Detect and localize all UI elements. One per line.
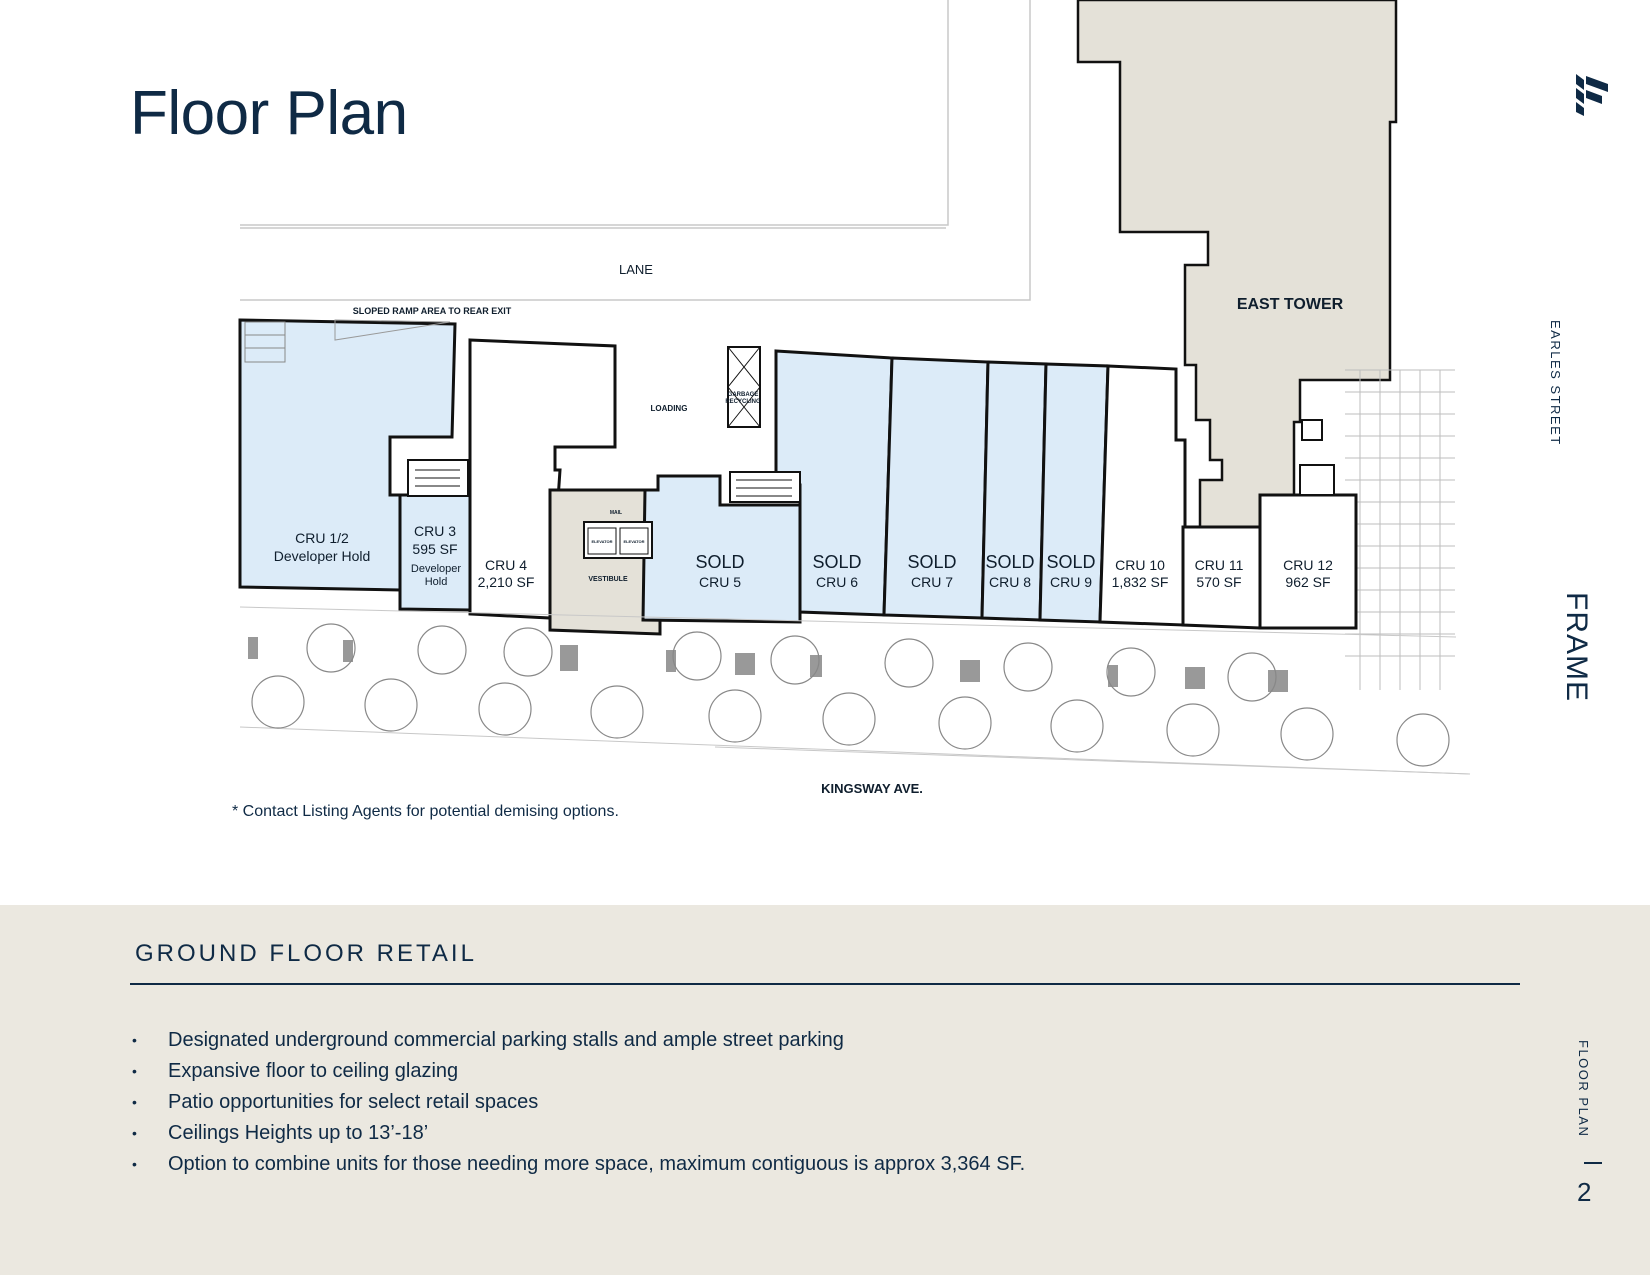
east-tower-label: EAST TOWER: [1237, 296, 1344, 313]
tree-grates: [248, 637, 1288, 692]
bullet-icon: •: [132, 1125, 137, 1141]
cru-7-name: CRU 7: [911, 574, 953, 590]
recycling-label: RECYCLING: [725, 399, 761, 405]
bullet-icon: •: [132, 1032, 137, 1048]
elevator-label-2: ELEVATOR: [623, 539, 644, 544]
cru-3-name: CRU 3: [414, 523, 456, 539]
lane-label: LANE: [619, 262, 653, 277]
cru-1-2-status: Developer Hold: [274, 548, 371, 564]
list-item: •Patio opportunities for select retail s…: [130, 1087, 1025, 1118]
bullet-icon: •: [132, 1063, 137, 1079]
page-number: 2: [1577, 1177, 1592, 1207]
cru-3-status-1: Developer: [411, 563, 461, 575]
bullet-icon: •: [132, 1094, 137, 1110]
list-item: •Option to combine units for those needi…: [130, 1149, 1025, 1180]
cru-6-sold: SOLD: [812, 552, 861, 572]
section-divider: [130, 983, 1520, 985]
earles-street-label: EARLES STREET: [1548, 320, 1563, 446]
cru-8-sold: SOLD: [985, 552, 1034, 572]
cru-5-sold: SOLD: [695, 552, 744, 572]
trees: [251, 623, 1450, 767]
cru-9-name: CRU 9: [1050, 574, 1092, 590]
list-item: •Ceilings Heights up to 13’-18’: [130, 1118, 1025, 1149]
loading-label: LOADING: [651, 404, 688, 413]
list-item: •Designated underground commercial parki…: [130, 1025, 1025, 1056]
brand-wordmark: FRAME: [1560, 592, 1593, 702]
list-item: •Expansive floor to ceiling glazing: [130, 1056, 1025, 1087]
cru-3-status-2: Hold: [425, 576, 448, 588]
bullet-icon: •: [132, 1156, 137, 1172]
ground-floor-retail-section: GROUND FLOOR RETAIL •Designated undergro…: [0, 905, 1650, 1275]
elevator-label-1: ELEVATOR: [591, 539, 612, 544]
unit-labels: CRU 1/2 Developer Hold CRU 3 595 SF Deve…: [274, 523, 1333, 590]
unit-cru-10: [1098, 364, 1187, 627]
section-heading: GROUND FLOOR RETAIL: [135, 940, 477, 967]
ramp-label: SLOPED RAMP AREA TO REAR EXIT: [353, 306, 512, 316]
section-tab-label: FLOOR PLAN: [1576, 1040, 1591, 1138]
cru-1-2-name: CRU 1/2: [295, 530, 349, 546]
cru-9-sold: SOLD: [1046, 552, 1095, 572]
kingsway-label: KINGSWAY AVE.: [821, 781, 923, 796]
cru-6-name: CRU 6: [816, 574, 858, 590]
neighbour-outlines: [240, 0, 1031, 301]
tab-divider: [1584, 1162, 1602, 1164]
frame-logo-icon: [1576, 74, 1608, 116]
cru-12-area: 962 SF: [1285, 574, 1330, 590]
footnote: * Contact Listing Agents for potential d…: [232, 803, 619, 820]
feature-list: •Designated underground commercial parki…: [130, 1025, 1025, 1180]
cru-8-name: CRU 8: [989, 574, 1031, 590]
unit-fills: [238, 318, 1358, 636]
patio-grid: [1345, 369, 1455, 690]
vestibule-label: VESTIBULE: [588, 576, 628, 583]
garbage-label: GARBAGE: [728, 392, 759, 398]
cru-11-name: CRU 11: [1195, 557, 1244, 573]
sidewalk: [239, 606, 1471, 775]
cru-4-area: 2,210 SF: [478, 574, 535, 590]
cru-10-area: 1,832 SF: [1112, 574, 1169, 590]
floor-plan-drawing: EAST TOWER LANE SLOPED RAMP: [238, 0, 1471, 796]
unit-cru-5: [641, 474, 802, 624]
cru-12-name: CRU 12: [1283, 557, 1333, 573]
service-cores: [407, 346, 1335, 559]
cru-10-name: CRU 10: [1115, 557, 1165, 573]
cru-3-area: 595 SF: [412, 541, 457, 557]
page-title: Floor Plan: [130, 79, 408, 148]
cru-7-sold: SOLD: [907, 552, 956, 572]
mail-label: MAIL: [610, 510, 622, 516]
cru-4-name: CRU 4: [485, 557, 527, 573]
cru-5-name: CRU 5: [699, 574, 741, 590]
unit-cru-4: [468, 338, 617, 620]
unit-cru-1-2: [238, 318, 457, 592]
cru-11-area: 570 SF: [1196, 574, 1241, 590]
